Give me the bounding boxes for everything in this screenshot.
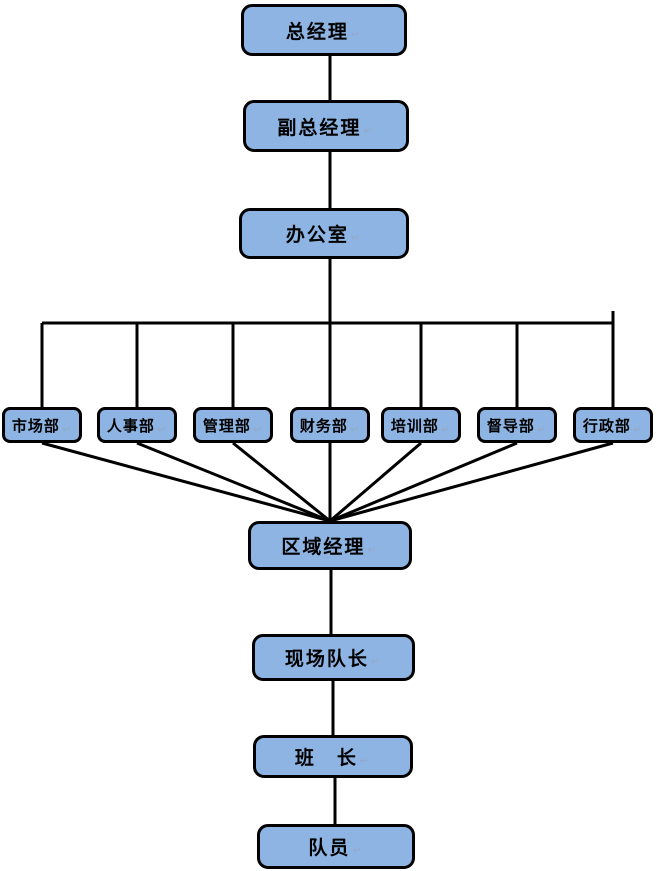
node-label: 督导部 — [486, 418, 535, 435]
node-label: 总经理 — [285, 21, 349, 43]
connector-fan-admin — [329, 441, 614, 523]
node-label: 培训部 — [390, 418, 439, 435]
node-squad-leader: 班 长↵ — [253, 735, 413, 778]
node-label: 管理部 — [202, 418, 251, 435]
node-regional-manager: 区域经理↵ — [248, 521, 412, 570]
node-label: 现场队长 — [284, 649, 369, 670]
node-label: 市场部 — [11, 418, 60, 435]
paragraph-mark-icon: ↵ — [632, 422, 644, 436]
paragraph-mark-icon: ↵ — [440, 422, 452, 436]
node-label: 人事部 — [106, 418, 155, 435]
node-label: 班 长 — [294, 748, 358, 769]
paragraph-mark-icon: ↵ — [349, 422, 361, 436]
connector-fan-supervision — [329, 441, 518, 523]
paragraph-mark-icon: ↵ — [370, 655, 383, 668]
paragraph-mark-icon: ↵ — [367, 543, 379, 556]
paragraph-mark-icon: ↵ — [350, 231, 363, 244]
node-finance-dept: 财务部↵ — [290, 407, 370, 443]
node-hr-dept: 人事部↵ — [97, 407, 177, 443]
node-office: 办公室↵ — [239, 208, 409, 259]
connector-fan-marketing — [41, 441, 331, 523]
connector-fan-hr — [136, 441, 331, 523]
node-deputy-general-manager: 副总经理↵ — [243, 100, 409, 152]
node-management-dept: 管理部↵ — [193, 407, 273, 443]
node-supervision-dept: 督导部↵ — [477, 407, 557, 443]
node-admin-dept: 行政部↵ — [573, 407, 653, 443]
connector-fan-management — [232, 441, 331, 523]
paragraph-mark-icon: ↵ — [61, 422, 73, 436]
node-general-manager: 总经理↵ — [241, 4, 407, 56]
paragraph-mark-icon: ↵ — [350, 27, 363, 41]
node-label: 区域经理 — [281, 537, 366, 558]
connector-fan-training — [329, 441, 422, 523]
node-label: 财务部 — [299, 418, 348, 435]
node-label: 副总经理 — [277, 117, 362, 139]
paragraph-mark-icon: ↵ — [352, 844, 364, 857]
paragraph-mark-icon: ↵ — [363, 123, 375, 137]
node-training-dept: 培训部↵ — [381, 407, 461, 443]
node-label: 行政部 — [582, 418, 631, 435]
paragraph-mark-icon: ↵ — [359, 754, 372, 767]
paragraph-mark-icon: ↵ — [156, 422, 168, 436]
paragraph-mark-icon: ↵ — [536, 422, 548, 436]
node-label: 办公室 — [285, 225, 349, 246]
node-marketing-dept: 市场部↵ — [2, 407, 82, 443]
node-site-captain: 现场队长↵ — [252, 634, 415, 681]
node-label: 队员 — [308, 838, 351, 859]
paragraph-mark-icon: ↵ — [252, 422, 264, 436]
node-team-member: 队员↵ — [257, 824, 415, 869]
